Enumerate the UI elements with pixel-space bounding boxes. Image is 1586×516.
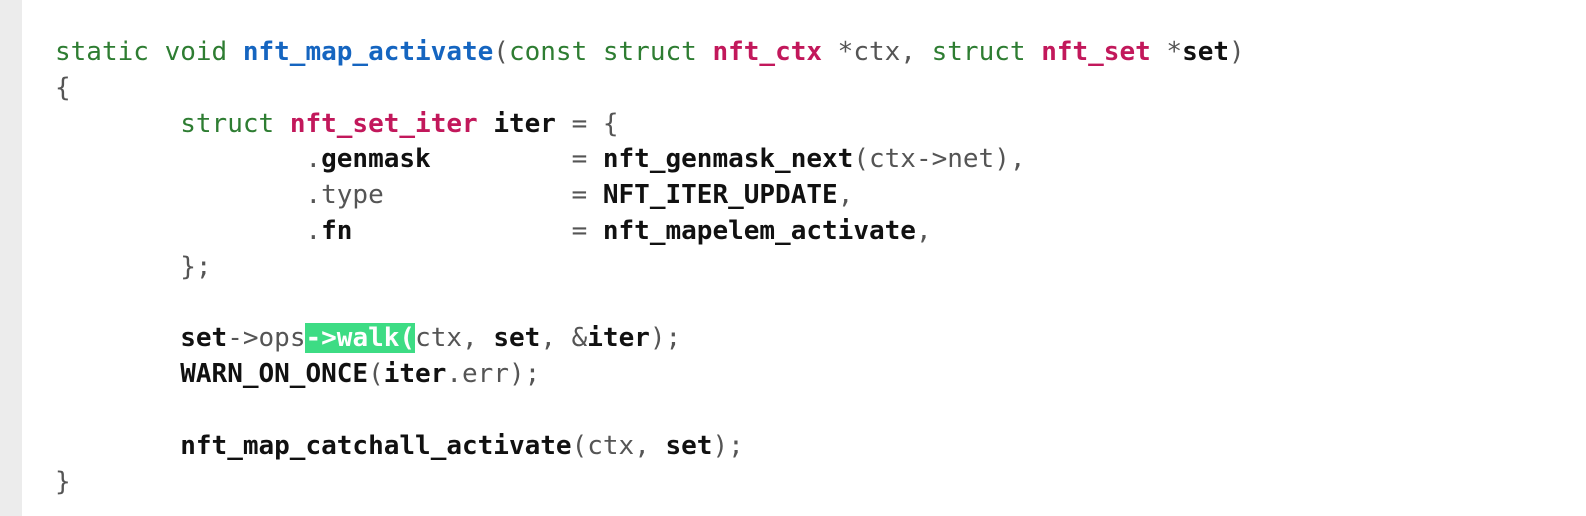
code-line: } [55,465,1245,501]
code-token: }; [55,251,212,282]
code-block[interactable]: static void nft_map_activate(const struc… [55,35,1245,500]
code-line: .fn = nft_mapelem_activate, [55,214,1245,250]
code-token: ) [1229,37,1245,67]
code-line: WARN_ON_ONCE(iter.err); [55,357,1245,393]
code-token: nft_map_catchall_activate [180,430,572,461]
code-token: , [915,215,932,246]
highlighted-token: ->walk( [305,323,416,354]
code-token: set [665,430,713,461]
code-line: set->ops->walk(ctx, set, &iter); [55,321,1245,357]
code-token: } [55,466,71,497]
code-token: ctx, [415,323,494,354]
code-token [478,109,494,139]
code-token: iter [587,323,650,354]
code-token: nft_genmask_next [602,144,854,175]
code-token: (ctx, [571,430,666,461]
code-line: static void nft_map_activate(const struc… [55,35,1245,71]
code-token: (ctx->net), [853,144,1026,175]
code-line: { [55,71,1245,107]
code-token: iter [493,108,556,139]
code-token: ); [712,430,744,461]
code-token: static void [55,37,243,67]
code-token: fn [321,215,353,246]
code-token: nft_mapelem_activate [602,215,916,246]
code-token [55,109,180,139]
code-line: .type = NFT_ITER_UPDATE, [55,178,1245,214]
code-token: ( [368,359,384,390]
code-token: = { [555,108,619,139]
code-token: struct [931,37,1042,67]
code-token: = [430,144,603,175]
code-token: const struct [508,37,713,67]
code-token: * [1150,37,1183,67]
code-line: nft_map_catchall_activate(ctx, set); [55,429,1245,465]
code-token: set [1182,37,1230,67]
editor-gutter [0,0,22,516]
code-token [55,359,180,389]
code-token: nft_ctx [712,37,823,67]
code-token: { [55,72,71,103]
code-token [55,323,180,353]
code-token [55,431,180,461]
code-token: . [55,215,322,246]
code-token: .type = [55,180,603,211]
code-line: ​ [55,393,1245,429]
code-line: ​ [55,286,1245,322]
code-token: set [493,323,541,354]
code-token: genmask [321,144,431,175]
code-token: nft_set [1041,37,1151,67]
code-token: ->ops [227,323,306,354]
code-token: , [837,180,854,211]
code-token: nft_map_activate [242,37,494,67]
code-token: nft_set_iter [289,108,478,139]
code-token: ); [649,323,682,354]
code-token: ( [493,37,509,67]
code-token: NFT_ITER_UPDATE [602,180,838,211]
code-token: struct [180,108,290,139]
code-token: iter [383,359,447,390]
code-token: = [352,215,603,246]
code-line: }; [55,250,1245,286]
code-line: struct nft_set_iter iter = { [55,107,1245,143]
code-token: , & [540,323,588,354]
code-token: WARN_ON_ONCE [180,359,369,390]
code-line: .genmask = nft_genmask_next(ctx->net), [55,142,1245,178]
code-token: . [55,144,322,175]
code-token: .err); [446,359,541,390]
code-token: set [180,323,228,354]
code-token: *ctx, [822,37,932,67]
